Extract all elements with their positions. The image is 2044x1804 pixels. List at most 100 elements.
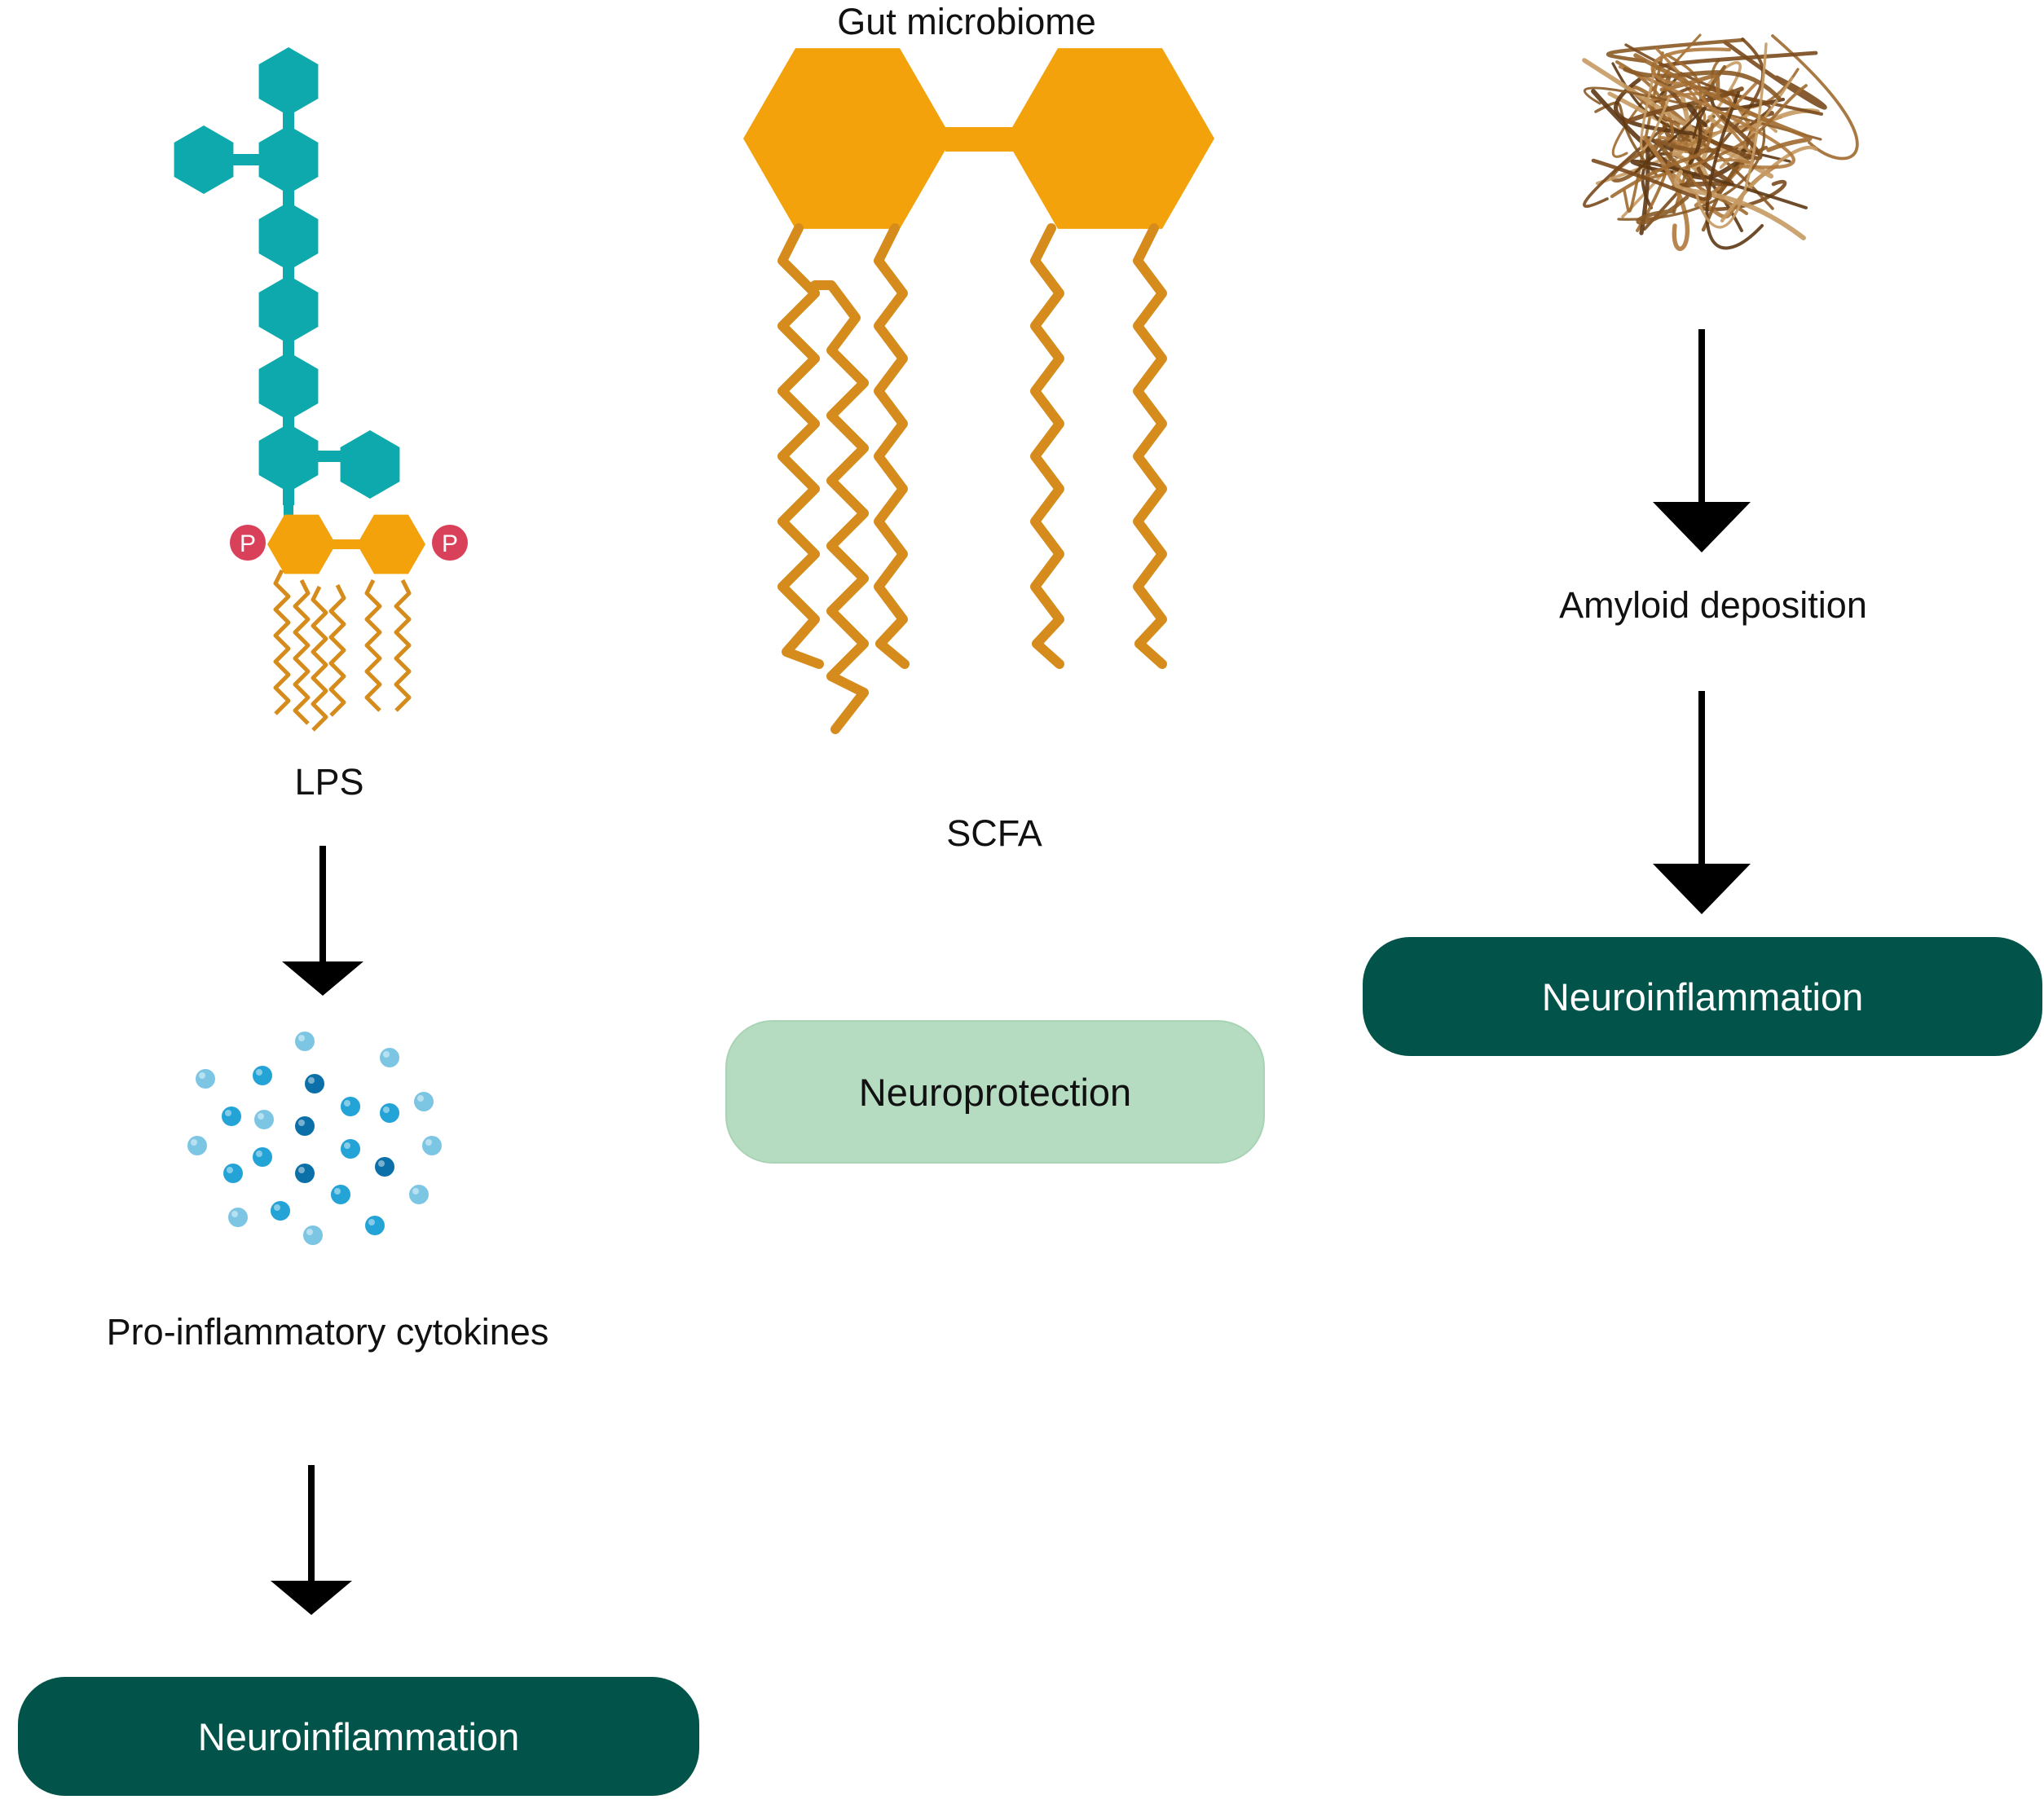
cytokine-highlight (383, 1107, 390, 1113)
cytokine-dot (271, 1201, 290, 1221)
amyloid-fibril (1650, 47, 1732, 86)
amyloid-fibril (1720, 145, 1818, 223)
amyloid-fibril (1705, 91, 1764, 250)
arrow-amyloid-to-neuroinflammation (1653, 691, 1751, 914)
amyloid-fibril (1583, 123, 1669, 209)
cytokine-highlight (344, 1142, 350, 1149)
lps-fatty-acid-chain (394, 579, 412, 712)
lps-fatty-acid-chain (273, 569, 291, 715)
amyloid-fibril (1584, 86, 1822, 141)
cytokine-dot (365, 1216, 385, 1235)
cytokine-highlight (412, 1188, 419, 1195)
cytokine-highlight (378, 1160, 385, 1167)
cytokine-highlight (344, 1100, 350, 1107)
neuroinflammation-box-lps: Neuroinflammation (18, 1677, 699, 1796)
cytokine-highlight (308, 1077, 315, 1084)
cytokine-highlight (227, 1167, 233, 1173)
cytokine-dot (228, 1208, 248, 1227)
arrow-fibrils-to-amyloid (1653, 329, 1751, 552)
amyloid-fibril (1618, 64, 1795, 169)
lps-fatty-acid-chain (311, 585, 328, 732)
amyloid-fibrils-icon (1582, 33, 1859, 251)
lps-label: LPS (294, 761, 364, 803)
cytokine-dot (254, 1110, 274, 1129)
amyloid-fibril (1591, 89, 1752, 180)
cytokine-dot (196, 1069, 215, 1089)
scfa-molecule-icon (743, 48, 1214, 734)
amyloid-fibril (1686, 103, 1708, 165)
lps-sugar-hexagon (258, 275, 319, 344)
neuroprotection-box: Neuroprotection (725, 1020, 1265, 1164)
scfa-fatty-acid-chain (1133, 223, 1167, 669)
cytokine-dot (187, 1136, 207, 1155)
cytokines-label: Pro-inflammatory cytokines (106, 1311, 549, 1353)
cytokine-dot (341, 1097, 360, 1116)
cytokine-dot (222, 1107, 241, 1126)
lps-lipid-hexagon (267, 514, 336, 574)
amyloid-fibril (1606, 37, 1746, 64)
amyloid-fibril (1623, 67, 1782, 101)
scfa-fatty-acid-chain (810, 280, 869, 734)
cytokine-highlight (334, 1188, 341, 1195)
cytokine-highlight (258, 1113, 264, 1120)
cytokine-dot (375, 1157, 394, 1177)
lps-sugar-hexagon (258, 352, 319, 420)
cytokine-dot (305, 1074, 324, 1093)
lps-fatty-acid-chain (328, 583, 346, 717)
scfa-hexagon (743, 48, 952, 229)
cytokine-dot (253, 1066, 272, 1085)
scfa-hexagon (1006, 48, 1214, 229)
cytokine-highlight (191, 1139, 197, 1146)
phosphate-icon (432, 525, 468, 561)
cytokine-highlight (425, 1139, 432, 1146)
cytokine-dot (380, 1103, 399, 1123)
lps-fatty-acid-chain (364, 579, 382, 712)
cytokine-highlight (306, 1229, 313, 1235)
cytokine-dot (253, 1147, 272, 1167)
cytokine-dot (295, 1164, 315, 1183)
lps-sugar-hexagon (258, 125, 319, 194)
cytokine-dot (295, 1032, 315, 1051)
cytokine-highlight (256, 1151, 262, 1157)
amyloid-fibril (1639, 59, 1671, 151)
cytokine-highlight (298, 1120, 305, 1126)
amyloid-fibril (1695, 42, 1768, 229)
amyloid-fibril (1699, 179, 1787, 212)
cytokine-dot (331, 1185, 350, 1204)
cytokine-highlight (368, 1219, 375, 1225)
cytokine-highlight (231, 1211, 238, 1217)
cytokine-dot (295, 1116, 315, 1136)
cytokines-icon (187, 1032, 442, 1245)
lps-sugar-hexagon (258, 202, 319, 271)
lps-sugar-hexagon (258, 424, 319, 492)
neuroinflammation-box-amyloid: Neuroinflammation (1363, 937, 2042, 1056)
amyloid-fibril (1633, 53, 1813, 152)
arrow-lps-to-cytokines (282, 846, 363, 996)
cytokine-highlight (225, 1110, 231, 1116)
title-gut-microbiome: Gut microbiome (837, 1, 1096, 42)
cytokine-dot (341, 1139, 360, 1159)
cytokine-highlight (417, 1095, 424, 1102)
cytokine-dot (422, 1136, 442, 1155)
cytokine-dot (380, 1048, 399, 1067)
cytokine-dot (409, 1185, 429, 1204)
scfa-label: SCFA (946, 812, 1042, 854)
cytokine-highlight (298, 1035, 305, 1041)
arrow-cytokines-to-neuroinflammation (271, 1465, 352, 1615)
scfa-fatty-acid-chain (874, 223, 910, 669)
cytokine-dot (414, 1092, 434, 1111)
amyloid-fibril (1636, 195, 1689, 225)
cytokine-highlight (298, 1167, 305, 1173)
amyloid-fibril (1610, 122, 1715, 199)
amyloid-deposition-label: Amyloid deposition (1559, 584, 1867, 626)
lps-sugar-hexagon (340, 430, 400, 499)
cytokine-highlight (199, 1072, 205, 1079)
phosphate-symbol: P (240, 530, 256, 557)
lps-lipid-hexagon (357, 514, 425, 574)
scfa-fatty-acid-chain (778, 223, 824, 669)
phosphate-icon (230, 525, 266, 561)
cytokine-highlight (256, 1069, 262, 1076)
lps-fatty-acid-chain (293, 579, 311, 725)
